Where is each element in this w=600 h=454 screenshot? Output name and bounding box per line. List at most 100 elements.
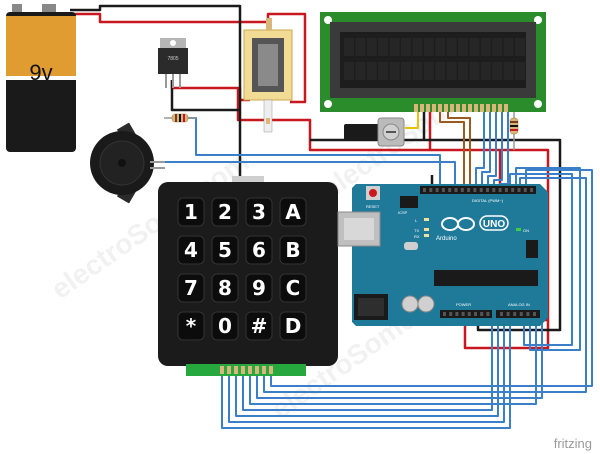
keypad-key [245, 197, 273, 227]
svg-text:TX: TX [414, 228, 419, 233]
keypad-pin [269, 366, 273, 374]
buzzer [90, 122, 165, 204]
lcd-char-cell [389, 38, 400, 56]
resistor-2 [509, 112, 519, 150]
lcd-pin [432, 104, 436, 112]
keypad-key [177, 197, 205, 227]
wire-brown-2 [447, 112, 471, 190]
solenoid [243, 18, 293, 133]
arduino-analog-header [496, 310, 540, 318]
keypad-key-label: 5 [218, 238, 232, 262]
battery-terminal-left [12, 4, 22, 14]
wire-battery-negative [70, 4, 242, 168]
keypad-key-label: 2 [218, 200, 232, 224]
arduino-digital-pin [454, 188, 458, 192]
keypad-key-label: A [285, 200, 301, 224]
battery-9v: 9v [6, 4, 76, 152]
wire-keypad-8 [270, 169, 593, 387]
keypad-pin [241, 366, 245, 374]
arduino-digital-pin [448, 188, 452, 192]
keypad-pin [234, 366, 238, 374]
arduino-power-pin [480, 312, 484, 316]
arduino-analog-pin [533, 312, 536, 316]
arduino-power-pin [474, 312, 477, 316]
lcd-pin [438, 104, 442, 112]
keypad-key-label: # [251, 314, 268, 338]
arduino-reset-label: RESET [366, 204, 380, 209]
lcd-char-cell [423, 38, 434, 56]
keypad-key-label: B [285, 238, 300, 262]
arduino-board [352, 184, 548, 326]
keypad-key-label: 0 [218, 314, 232, 338]
lcd-pin [450, 104, 454, 112]
keypad-pin [220, 366, 224, 374]
keypad-connector [186, 364, 306, 376]
lcd-pin [480, 104, 484, 112]
battery-terminal-right [42, 4, 56, 14]
keypad-key [279, 273, 307, 303]
arduino-power-pin [443, 312, 446, 316]
wire-keypad-3 [235, 318, 499, 417]
keypad-key [211, 311, 239, 341]
arduino-power-pin [467, 312, 471, 316]
brown-wires [439, 112, 471, 190]
arduino-digital-pin [423, 188, 426, 192]
lcd-pin [498, 104, 502, 112]
wire-blue-lcd1 [475, 112, 485, 190]
wire-brown-1 [439, 112, 465, 190]
lcd-pin [504, 104, 508, 112]
lcd-pin [414, 104, 418, 112]
solenoid-core [258, 44, 278, 86]
fritzing-label: fritzing [554, 436, 592, 451]
keypad-key [245, 235, 273, 265]
wire-blue-lcd2 [481, 112, 491, 190]
keypad-key [279, 311, 307, 341]
arduino-digital-pin [486, 188, 489, 192]
arduino-digital-pin [479, 188, 483, 192]
lcd-char-cell [515, 62, 525, 80]
lcd-char-cell [503, 62, 514, 80]
lcd-char-cell [435, 62, 446, 80]
arduino-power-pin [455, 312, 459, 316]
lcd-char-cell [423, 62, 434, 80]
lcd-char-cell [401, 62, 411, 80]
lcd-char-cell [446, 62, 457, 80]
lcd-char-cell [469, 62, 480, 80]
wire-solenoid-top [266, 12, 307, 104]
lcd-char-cell [355, 62, 366, 80]
keypad-key [245, 273, 273, 303]
lcd-char-cell [389, 62, 400, 80]
wire-keypad-6 [256, 318, 543, 399]
arduino-icsp-label: ICSP [398, 210, 408, 215]
lcd-char-cell [515, 38, 525, 56]
keypad-key [211, 197, 239, 227]
arduino-capacitor-1 [401, 295, 419, 313]
wire-blue-a1 [509, 173, 573, 346]
arduino-digital-pin [504, 188, 508, 192]
arduino-digital-pin [498, 188, 502, 192]
keypad-key-label: 1 [184, 200, 198, 224]
keypad-pin [262, 366, 266, 374]
keypad-key [177, 235, 205, 265]
arduino-analog-pin [526, 312, 530, 316]
arduino-brand-label: Arduino [436, 236, 457, 242]
lcd-char-cell [378, 38, 389, 56]
regulator-part-label: 7805 [167, 56, 178, 62]
battery-label-band [6, 16, 76, 76]
lcd-char-cell [366, 38, 377, 56]
regulator-body [158, 48, 188, 74]
arduino-analog-pin [519, 312, 523, 316]
lcd-char-cell [492, 62, 503, 80]
arduino-power-label: POWER [456, 302, 471, 307]
wire-keypad-5 [249, 318, 537, 405]
lcd-pin [462, 104, 466, 112]
keypad-key-label: C [286, 276, 301, 300]
arduino-uno-badge [479, 215, 509, 231]
arduino-digital-pin [473, 188, 477, 192]
arduino-digital-pin [511, 188, 515, 192]
wire-battery-positive [70, 12, 270, 30]
lcd-pin [468, 104, 472, 112]
keypad-pin [227, 366, 231, 374]
